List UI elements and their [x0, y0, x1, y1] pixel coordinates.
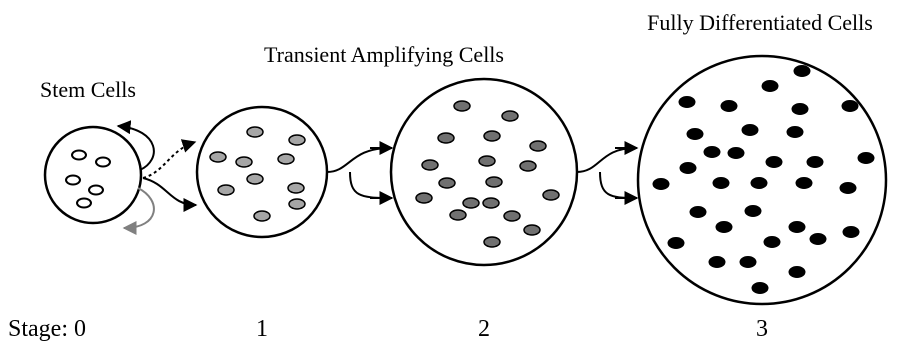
nucleus [667, 237, 685, 249]
branch-arrow-1-to-2 [326, 147, 391, 199]
nucleus [793, 65, 811, 77]
nucleus [652, 178, 670, 190]
nucleus [744, 205, 762, 217]
nucleus [415, 192, 433, 204]
stage-label-1: 1 [256, 316, 268, 341]
transient-amplifying-title: Transient Amplifying Cells [264, 42, 504, 67]
nucleus [209, 151, 227, 163]
nucleus [519, 160, 537, 172]
nucleus [88, 184, 104, 196]
nucleus [791, 103, 809, 115]
fully-differentiated-title: Fully Differentiated Cells [647, 10, 873, 35]
transient-cell-stage-1 [195, 105, 329, 239]
nucleus [288, 134, 306, 146]
self-renewal-arrow-grey [122, 187, 155, 235]
nucleus [503, 210, 521, 222]
nucleus [761, 80, 779, 92]
nucleus [71, 149, 87, 161]
nucleus [715, 221, 733, 233]
nucleus [483, 130, 501, 142]
stage-label-0: Stage: 0 [8, 316, 86, 341]
nucleus [795, 177, 813, 189]
nucleus [741, 124, 759, 136]
nucleus [751, 282, 769, 294]
nucleus [788, 221, 806, 233]
stage-label-3: 3 [756, 316, 768, 341]
nucleus [449, 209, 467, 221]
nucleus [253, 210, 271, 222]
nucleus [287, 182, 305, 194]
nucleus [501, 110, 519, 122]
nucleus [478, 155, 496, 167]
nucleus [842, 226, 860, 238]
nucleus [841, 100, 859, 112]
nucleus [483, 236, 501, 248]
nucleus [277, 153, 295, 165]
nucleus [712, 177, 730, 189]
nucleus [786, 126, 804, 138]
nucleus [485, 176, 503, 188]
nucleus [246, 126, 264, 138]
nucleus [703, 146, 721, 158]
nucleus [453, 100, 471, 112]
nucleus [739, 256, 757, 268]
nucleus [542, 189, 560, 201]
nucleus [76, 197, 92, 209]
nucleus [809, 233, 827, 245]
nucleus [462, 197, 480, 209]
nucleus [65, 174, 81, 186]
differentiated-cell-stage-3 [636, 54, 888, 306]
nucleus [689, 206, 707, 218]
stem-cell [43, 125, 143, 225]
nucleus [788, 266, 806, 278]
nucleus [246, 173, 264, 185]
nucleus [438, 177, 456, 189]
differentiated-cell-nuclei [652, 65, 875, 294]
nucleus [235, 156, 253, 168]
nucleus [720, 100, 738, 112]
nucleus [708, 256, 726, 268]
nucleus [763, 236, 781, 248]
nucleus [857, 152, 875, 164]
nucleus [421, 159, 439, 171]
nucleus [806, 156, 824, 168]
nucleus [679, 162, 697, 174]
nucleus [217, 184, 235, 196]
dotted-transition-arrow [142, 139, 197, 179]
nucleus [750, 177, 768, 189]
nucleus [727, 147, 745, 159]
transient-cell-2-nuclei [415, 100, 560, 248]
stem-cells-title: Stem Cells [40, 77, 136, 102]
stage-label-2: 2 [478, 316, 490, 341]
nucleus [288, 198, 306, 210]
nucleus [765, 156, 783, 168]
nucleus [678, 96, 696, 108]
branch-arrow-2-to-3 [576, 147, 636, 199]
stem-cell-nuclei [65, 149, 111, 209]
nucleus [686, 128, 704, 140]
nucleus [523, 224, 541, 236]
transient-cell-stage-2 [389, 77, 579, 267]
nucleus [437, 132, 455, 144]
self-renewal-arrow-black [116, 120, 155, 171]
transition-arrow-stage1 [142, 177, 198, 212]
nucleus [839, 182, 857, 194]
nucleus [529, 140, 547, 152]
nucleus [95, 156, 111, 168]
nucleus [482, 197, 500, 209]
transient-cell-1-nuclei [209, 126, 306, 222]
